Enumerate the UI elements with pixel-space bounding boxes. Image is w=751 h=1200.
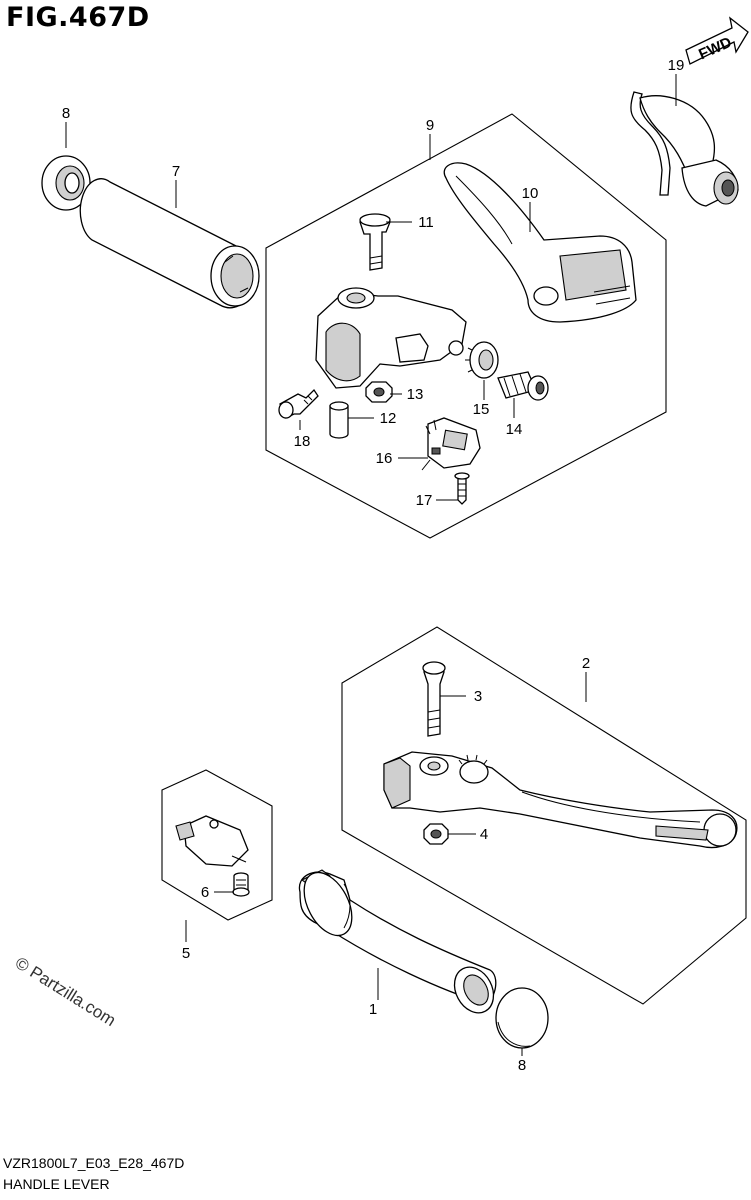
nut-part-13[interactable] — [365, 381, 393, 403]
callout-1: 1 — [369, 1001, 377, 1018]
model-code: VZR1800L7_E03_E28_467D — [3, 1155, 185, 1171]
callout-16: 16 — [376, 450, 393, 467]
callout-9: 9 — [426, 117, 434, 134]
switch-part-5[interactable] — [175, 815, 249, 867]
pivot-bolt-part-11[interactable] — [359, 213, 391, 271]
callout-7: 7 — [172, 163, 180, 180]
callout-3: 3 — [474, 688, 482, 705]
callout-8-upper: 8 — [62, 105, 70, 122]
callout-6: 6 — [201, 884, 209, 901]
nut-part-4[interactable] — [423, 823, 449, 845]
forward-label: FWD — [696, 34, 734, 63]
screw-part-6[interactable] — [232, 872, 250, 897]
callout-12: 12 — [380, 410, 397, 427]
collar-part-12[interactable] — [329, 401, 349, 439]
figure-title: FIG.467D — [6, 2, 150, 33]
throttle-grip-part-1[interactable] — [294, 865, 501, 1020]
assembly-box-2 — [341, 626, 747, 1005]
assembly-box-5 — [161, 769, 273, 921]
grip-end-cap-part-8[interactable] — [495, 987, 549, 1049]
leader-lines — [65, 74, 677, 1056]
callout-15: 15 — [473, 401, 490, 418]
callout-13: 13 — [407, 386, 424, 403]
grip-end-ring-part-8[interactable] — [41, 155, 91, 211]
callout-4: 4 — [480, 826, 488, 843]
callout-17: 17 — [416, 492, 433, 509]
callout-labels: 1 2 3 4 5 6 7 8 8 9 10 11 12 13 14 15 16… — [62, 57, 685, 1074]
grip-sleeve-part-7[interactable] — [79, 178, 260, 309]
adjuster-wheel-part-15[interactable] — [465, 341, 499, 379]
callout-5: 5 — [182, 945, 190, 962]
lever-part-10[interactable] — [443, 162, 637, 323]
bolt-part-18[interactable] — [278, 388, 319, 419]
screw-part-17[interactable] — [454, 472, 470, 505]
forward-direction-arrow: FWD — [685, 16, 749, 65]
callout-18: 18 — [294, 433, 311, 450]
callout-10: 10 — [522, 185, 539, 202]
lever-guard-part-19[interactable] — [630, 91, 739, 207]
pivot-bolt-part-3[interactable] — [422, 661, 446, 737]
assembly-box-9 — [265, 113, 667, 539]
switch-part-16[interactable] — [421, 417, 481, 471]
adjuster-screw-part-14[interactable] — [497, 371, 549, 401]
lever-holder-part-9[interactable] — [315, 287, 467, 389]
section-name: HANDLE LEVER — [3, 1176, 110, 1192]
lever-part-2[interactable] — [383, 751, 738, 849]
callout-8-lower: 8 — [518, 1057, 526, 1074]
callout-11: 11 — [418, 214, 434, 231]
watermark: © Partzilla.com — [12, 953, 119, 1030]
callout-2: 2 — [582, 655, 590, 672]
callout-14: 14 — [506, 421, 523, 438]
callout-19: 19 — [668, 57, 685, 74]
